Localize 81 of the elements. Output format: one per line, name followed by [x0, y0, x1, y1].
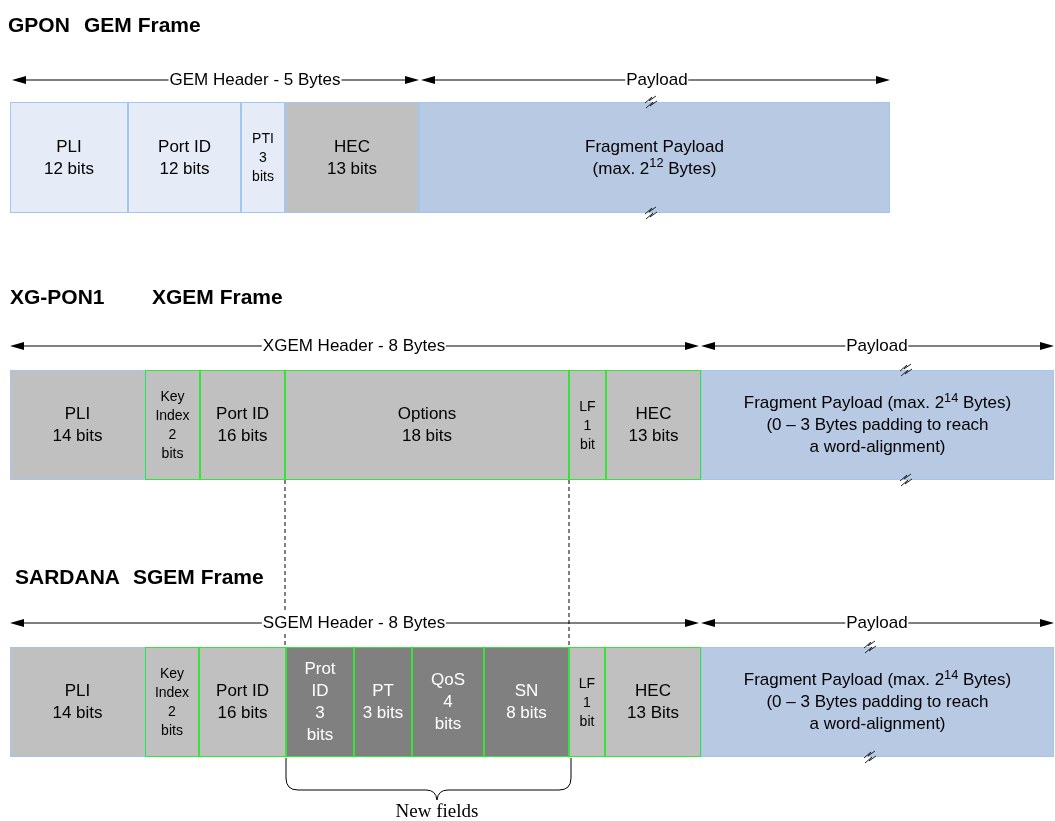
field-label: PLI: [64, 680, 91, 702]
field-label: 12 bits: [43, 157, 95, 180]
header-field: [412, 647, 484, 757]
field-label: QoS: [431, 669, 465, 691]
field-label: Key Index: [154, 664, 190, 702]
section-heading: SGEM Frame: [133, 564, 264, 590]
dimension-label: GEM Header - 5 Bytes: [168, 70, 342, 90]
field-label: PT: [372, 680, 394, 702]
payload-field: [701, 647, 1054, 757]
field-label: (max. 2$^{12}$ Bytes): [592, 157, 717, 180]
header-field: [10, 647, 145, 757]
header-field: [145, 370, 200, 480]
header-field: [200, 370, 285, 480]
field-label: 2 bits: [161, 702, 183, 740]
field-label: Port ID: [216, 403, 269, 425]
header-field: [354, 647, 412, 757]
field-label: 8 bits: [506, 702, 547, 724]
field-label: PLI: [64, 403, 91, 425]
field-label: LF: [578, 673, 596, 693]
payload-field: [419, 102, 890, 213]
field-label: (0 – 3 Bytes padding to reach a word-alignment): [765, 691, 990, 735]
field-label: SN: [514, 680, 539, 702]
field-label: 14 bits: [52, 702, 103, 724]
field-label: (0 – 3 Bytes padding to reach a word-alignment): [765, 414, 990, 458]
field-label: Options: [397, 403, 457, 425]
header-field: [199, 647, 286, 757]
dimension-label: Payload: [625, 70, 689, 90]
section-heading: XG-PON1: [10, 284, 105, 310]
header-field: [569, 647, 605, 757]
header-field: [605, 647, 701, 757]
field-label: HEC: [635, 680, 671, 702]
field-label: HEC: [635, 403, 672, 425]
section-heading: SARDANA: [15, 564, 120, 590]
field-label: 16 bits: [217, 425, 268, 447]
guide-line: [284, 479, 286, 648]
field-label: 1 bit: [579, 692, 595, 731]
field-label: Prot ID: [304, 658, 336, 702]
field-label: 13 Bits: [627, 702, 679, 724]
guide-line: [568, 479, 570, 648]
field-label: 12 bits: [159, 157, 210, 180]
header-field: [10, 370, 145, 480]
section-heading: XGEM Frame: [152, 284, 283, 310]
dimension-label: Payload: [845, 336, 909, 356]
field-label: PTI: [252, 129, 274, 148]
field-label: 2 bits: [161, 425, 184, 463]
dimension-label: SGEM Header - 8 Bytes: [261, 613, 447, 633]
section-heading: GEM Frame: [84, 12, 201, 38]
field-label: HEC: [334, 135, 370, 158]
field-label: 3 bits: [252, 148, 274, 186]
header-field: [484, 647, 569, 757]
field-label: Fragment Payload (max. 2$^{14}$ Bytes): [743, 669, 1012, 691]
field-label: Key Index: [155, 387, 190, 425]
header-field: [145, 647, 199, 757]
field-label: 16 bits: [217, 702, 268, 724]
section-heading: GPON: [8, 12, 70, 38]
field-label: 13 bits: [628, 425, 679, 447]
field-label: PLI: [56, 135, 82, 158]
header-field: [285, 370, 569, 480]
field-label: 13 bits: [326, 157, 378, 180]
field-label: 3 bits: [306, 702, 334, 746]
field-label: 14 bits: [52, 425, 103, 447]
header-field: [10, 102, 128, 213]
field-label: 3 bits: [362, 702, 404, 724]
header-field: [286, 647, 354, 757]
field-label: 1 bit: [580, 415, 595, 454]
field-label: 4 bits: [434, 691, 462, 735]
dimension-label: XGEM Header - 8 Bytes: [261, 336, 447, 356]
brace-label: New fields: [395, 800, 479, 821]
field-label: Port ID: [216, 680, 269, 702]
header-field: [285, 102, 419, 213]
header-field: [606, 370, 701, 480]
field-label: Fragment Payload (max. 2$^{14}$ Bytes): [743, 392, 1012, 414]
field-label: Port ID: [158, 135, 211, 158]
header-field: [241, 102, 285, 213]
field-label: LF: [579, 396, 596, 416]
dimension-label: Payload: [845, 613, 909, 633]
field-label: 18 bits: [401, 425, 453, 447]
header-field: [128, 102, 241, 213]
field-label: Fragment Payload: [585, 135, 724, 158]
payload-field: [701, 370, 1054, 480]
header-field: [569, 370, 606, 480]
